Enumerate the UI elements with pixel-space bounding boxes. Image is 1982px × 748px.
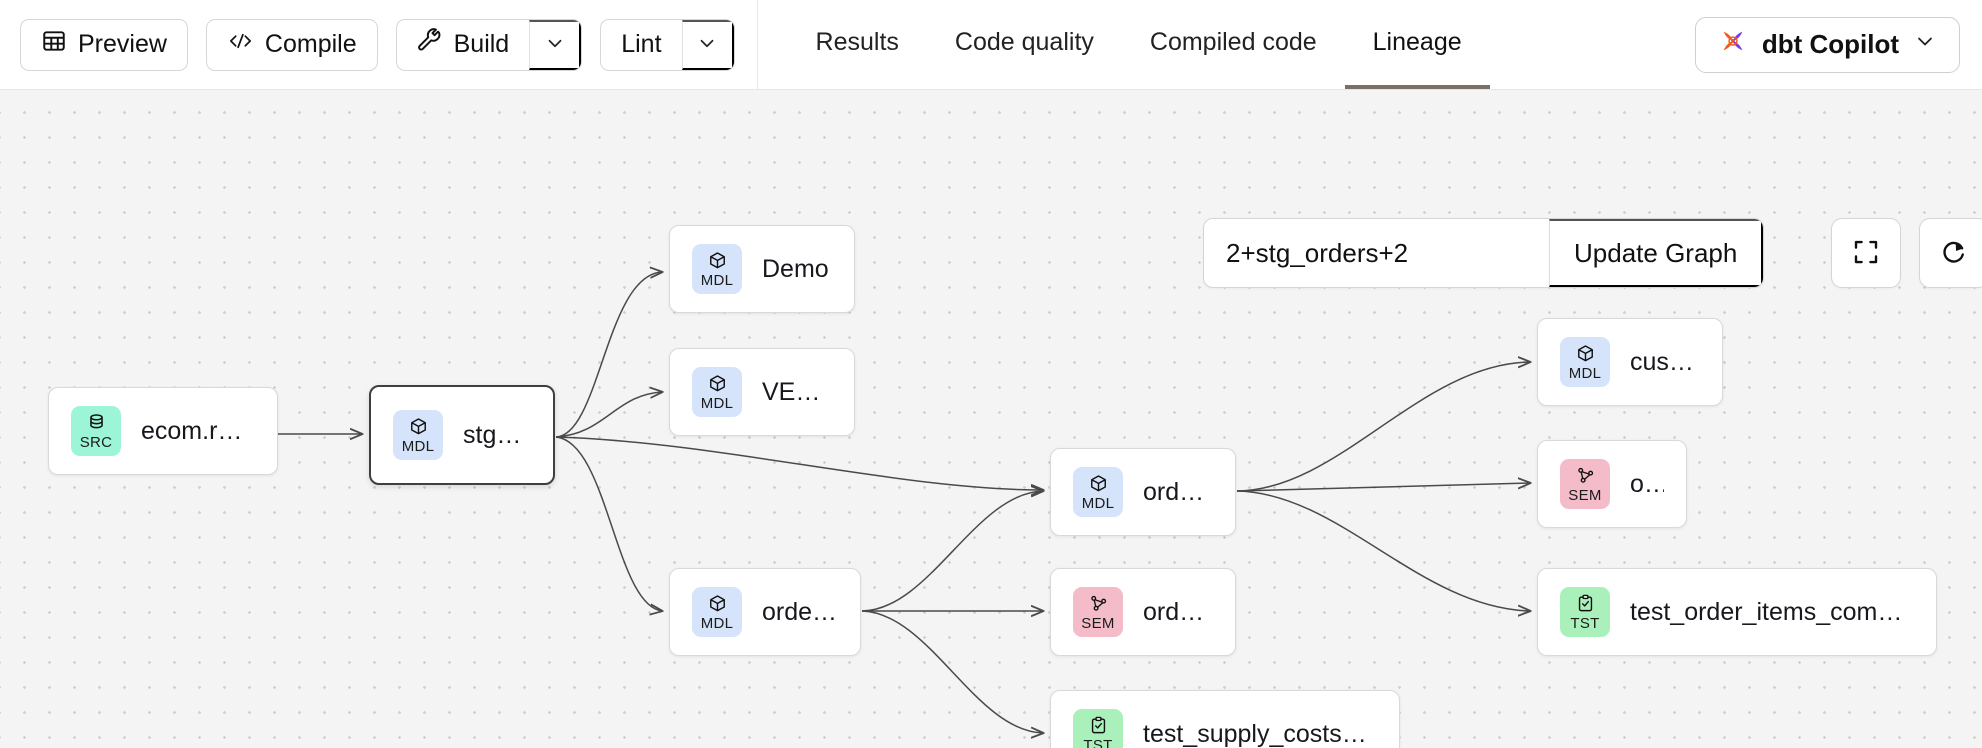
- node-label: order_items: [762, 597, 838, 626]
- update-graph-button[interactable]: Update Graph: [1549, 219, 1764, 287]
- lineage-node-orders-semantic[interactable]: SEM orders: [1537, 440, 1687, 528]
- badge-code-label: MDL: [700, 395, 734, 412]
- graph-query-box: Update Graph: [1203, 218, 1765, 288]
- toolbar-action-group: Preview Compile Build: [0, 0, 758, 89]
- node-type-badge-tst: TST: [1073, 709, 1123, 748]
- node-type-badge-mdl: MDL: [393, 410, 443, 460]
- badge-code-label: MDL: [700, 615, 734, 632]
- node-label: VE_Demo: [762, 377, 832, 406]
- chevron-down-icon: [544, 32, 566, 57]
- build-split-button: Build: [395, 18, 583, 71]
- node-label: orders: [1143, 477, 1213, 506]
- preview-button-label: Preview: [78, 30, 167, 58]
- wrench-icon: [417, 28, 443, 61]
- database-icon: [87, 412, 106, 433]
- lint-button-label: Lint: [621, 30, 662, 58]
- graph-controls: Update Graph: [1203, 218, 1982, 288]
- node-type-badge-sem: SEM: [1560, 459, 1610, 509]
- node-type-badge-mdl: MDL: [1560, 337, 1610, 387]
- badge-code-label: MDL: [1081, 495, 1115, 512]
- dbt-copilot-button[interactable]: dbt Copilot: [1694, 16, 1960, 73]
- lineage-node-test-order-items[interactable]: TST test_order_items_compute_to_bools_c…: [1537, 568, 1937, 656]
- toolbar-right-group: dbt Copilot: [1694, 16, 1982, 73]
- node-type-badge-mdl: MDL: [692, 244, 742, 294]
- lineage-node-order-items[interactable]: MDL order_items: [669, 568, 861, 656]
- top-toolbar: Preview Compile Build: [0, 0, 1982, 90]
- graph-selector-input[interactable]: [1204, 219, 1549, 287]
- badge-code-label: TST: [1570, 615, 1600, 632]
- node-type-badge-mdl: MDL: [692, 587, 742, 637]
- tab-code-quality[interactable]: Code quality: [954, 28, 1094, 56]
- tab-lineage[interactable]: Lineage: [1344, 0, 1490, 89]
- node-label: Demo: [762, 254, 829, 283]
- tab-compiled-code[interactable]: Compiled code: [1149, 28, 1317, 56]
- node-label: ecom.raw_orders: [141, 416, 255, 445]
- lineage-node-test-supply-costs[interactable]: TST test_supply_costs_sum_correctly: [1050, 690, 1400, 748]
- dbt-copilot-label: dbt Copilot: [1761, 29, 1899, 59]
- fullscreen-icon: [1851, 237, 1881, 270]
- badge-code-label: MDL: [401, 438, 435, 455]
- node-type-badge-mdl: MDL: [1073, 467, 1123, 517]
- badge-code-label: SEM: [1081, 615, 1115, 632]
- semantic-icon: [1089, 593, 1108, 614]
- badge-code-label: TST: [1083, 737, 1113, 748]
- lineage-node-stg-orders[interactable]: MDL stg_orders: [369, 385, 555, 485]
- node-label: order_item: [1143, 597, 1213, 626]
- lineage-node-ecom-raw-orders[interactable]: SRC ecom.raw_orders: [48, 387, 278, 475]
- badge-code-label: SEM: [1568, 487, 1602, 504]
- cube-icon: [409, 416, 428, 437]
- compile-button-label: Compile: [264, 30, 357, 58]
- semantic-icon: [1576, 465, 1595, 486]
- node-label: test_supply_costs_sum_correctly: [1143, 719, 1377, 748]
- build-dropdown-toggle[interactable]: [529, 19, 582, 70]
- cube-icon: [1089, 473, 1108, 494]
- lint-dropdown-toggle[interactable]: [681, 19, 734, 70]
- clipboard-check-icon: [1089, 715, 1108, 736]
- node-type-badge-mdl: MDL: [692, 367, 742, 417]
- node-type-badge-sem: SEM: [1073, 587, 1123, 637]
- table-icon: [41, 28, 67, 61]
- build-button-label: Build: [453, 30, 510, 58]
- cube-icon: [1576, 343, 1595, 364]
- node-label: customers: [1630, 347, 1700, 376]
- badge-code-label: MDL: [1568, 365, 1602, 382]
- lineage-node-orders-model[interactable]: MDL orders: [1050, 448, 1236, 536]
- preview-button[interactable]: Preview: [20, 18, 188, 71]
- clipboard-check-icon: [1576, 593, 1595, 614]
- node-label: stg_orders: [463, 420, 531, 449]
- fullscreen-button[interactable]: [1831, 218, 1902, 288]
- chevron-down-icon: [1913, 29, 1937, 60]
- dbt-copilot-icon: [1718, 26, 1748, 63]
- build-button[interactable]: Build: [397, 20, 530, 70]
- node-label: test_order_items_compute_to_bools_c…: [1630, 597, 1914, 626]
- node-type-badge-src: SRC: [71, 406, 121, 456]
- lineage-canvas[interactable]: Update Graph: [0, 90, 1982, 748]
- tab-results[interactable]: Results: [815, 28, 899, 56]
- lineage-node-demo[interactable]: MDL Demo: [669, 225, 855, 313]
- compile-button[interactable]: Compile: [205, 18, 378, 71]
- node-label: orders: [1630, 469, 1664, 498]
- cube-icon: [708, 593, 727, 614]
- cube-icon: [708, 250, 727, 271]
- lint-split-button: Lint: [600, 18, 735, 71]
- cube-icon: [708, 373, 727, 394]
- badge-code-label: SRC: [79, 434, 113, 451]
- refresh-button[interactable]: [1919, 218, 1982, 288]
- lineage-node-ve-demo[interactable]: MDL VE_Demo: [669, 348, 855, 436]
- result-panel-tabs: Results Code quality Compiled code Linea…: [788, 0, 1490, 89]
- refresh-icon: [1939, 237, 1969, 270]
- badge-code-label: MDL: [700, 272, 734, 289]
- node-type-badge-tst: TST: [1560, 587, 1610, 637]
- chevron-down-icon: [696, 32, 718, 57]
- code-icon: [227, 29, 254, 60]
- lineage-node-customers[interactable]: MDL customers: [1537, 318, 1723, 406]
- lint-button[interactable]: Lint: [601, 20, 681, 70]
- lineage-node-order-item-semantic[interactable]: SEM order_item: [1050, 568, 1236, 656]
